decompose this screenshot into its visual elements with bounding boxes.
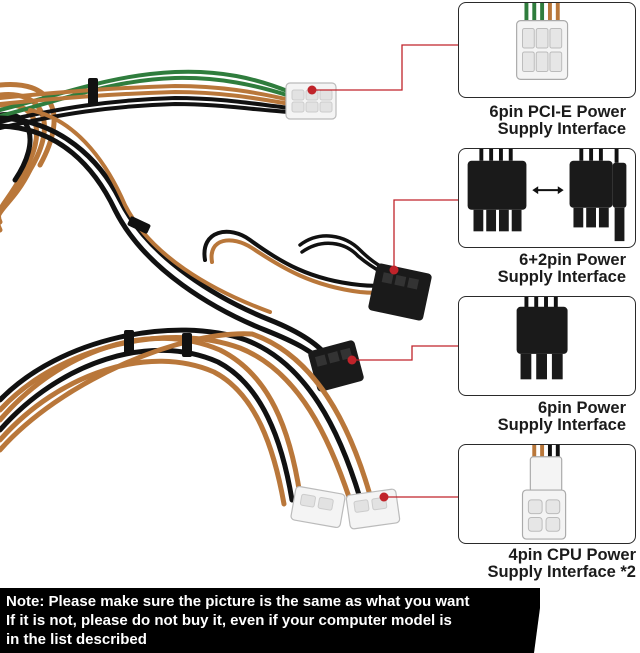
callout-box-pcie-6pin [458,2,636,98]
label-cpu-4pin-line1: 4pin CPU Power [508,546,636,564]
pin6-closeup [516,297,568,380]
callout-pointers [312,44,458,498]
label-cpu-4pin: 4pin CPU Power Supply Interface *2 [466,547,636,581]
cable-pcie-6pin [0,69,292,130]
cpu-4pin-connector-2 [345,488,401,530]
label-cpu-4pin-line2: Supply Interface *2 [487,563,636,581]
label-6pin: 6pin Power Supply Interface [456,400,626,434]
cable-cpu-4pin [0,327,373,507]
callout-dots [307,85,399,502]
label-6pin-line1: 6pin Power [537,399,626,417]
note-line-1: Note: Please make sure the picture is th… [6,593,470,610]
cpu-4pin-closeup [521,445,567,540]
label-6pin-line2: Supply Interface [497,416,626,434]
pin6plus2-connector [368,263,432,321]
label-6plus2pin-line2: Supply Interface [497,268,626,286]
note-banner: Note: Please make sure the picture is th… [0,588,540,653]
note-line-3: in the list described [6,631,147,648]
cable-6plus2pin [0,108,402,371]
callout-box-cpu-4pin [458,444,636,544]
cpu-4pin-connector-1 [290,485,346,529]
callout-box-6pin [458,296,636,396]
pin6plus2-closeup [467,149,627,242]
label-pcie-6pin-line2: Supply Interface [497,120,626,138]
label-6plus2pin: 6+2pin Power Supply Interface [456,252,626,286]
label-pcie-6pin: 6pin PCI-E Power Supply Interface [456,104,626,138]
label-pcie-6pin-line1: 6pin PCI-E Power [489,103,626,121]
callout-box-6plus2pin [458,148,636,248]
note-line-2: If it is not, please do not buy it, even… [6,612,452,629]
pcie-6pin-closeup [516,3,569,80]
label-6plus2pin-line1: 6+2pin Power [519,251,626,269]
